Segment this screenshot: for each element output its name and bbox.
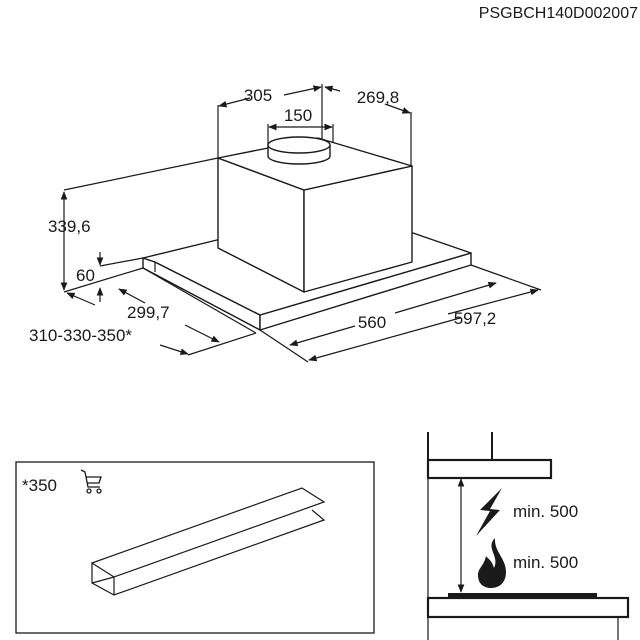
electric-clearance-label: min. 500 xyxy=(513,502,578,521)
accessory-panel: *350 xyxy=(15,461,375,634)
dim-width-top: 305 xyxy=(244,86,272,105)
hood-shelf xyxy=(426,458,553,480)
dim-plate-height: 60 xyxy=(76,266,95,285)
dim-width-inner: 560 xyxy=(358,313,386,332)
shopping-cart-icon xyxy=(80,469,102,494)
hood-drawing: 305 269,8 150 339,6 60 299,7 310-330-350… xyxy=(29,84,542,363)
dim-depth-options: 310-330-350* xyxy=(29,326,132,345)
clearance-drawing: min. 500 min. 500 xyxy=(426,432,630,640)
hob xyxy=(448,593,597,598)
dim-depth-top: 269,8 xyxy=(357,88,400,107)
dim-duct-diameter: 150 xyxy=(284,106,312,125)
dim-width-outer: 597,2 xyxy=(454,309,497,328)
flame-icon xyxy=(478,538,506,588)
extension-channel xyxy=(90,487,326,596)
lightning-icon xyxy=(476,488,502,536)
worktop xyxy=(426,596,630,619)
gas-clearance-label: min. 500 xyxy=(513,553,578,572)
document-code: PSGBCH140D002007 xyxy=(479,5,638,22)
dim-height-total: 339,6 xyxy=(48,217,91,236)
dim-depth-plate: 299,7 xyxy=(127,303,170,322)
accessory-label: *350 xyxy=(22,476,57,495)
